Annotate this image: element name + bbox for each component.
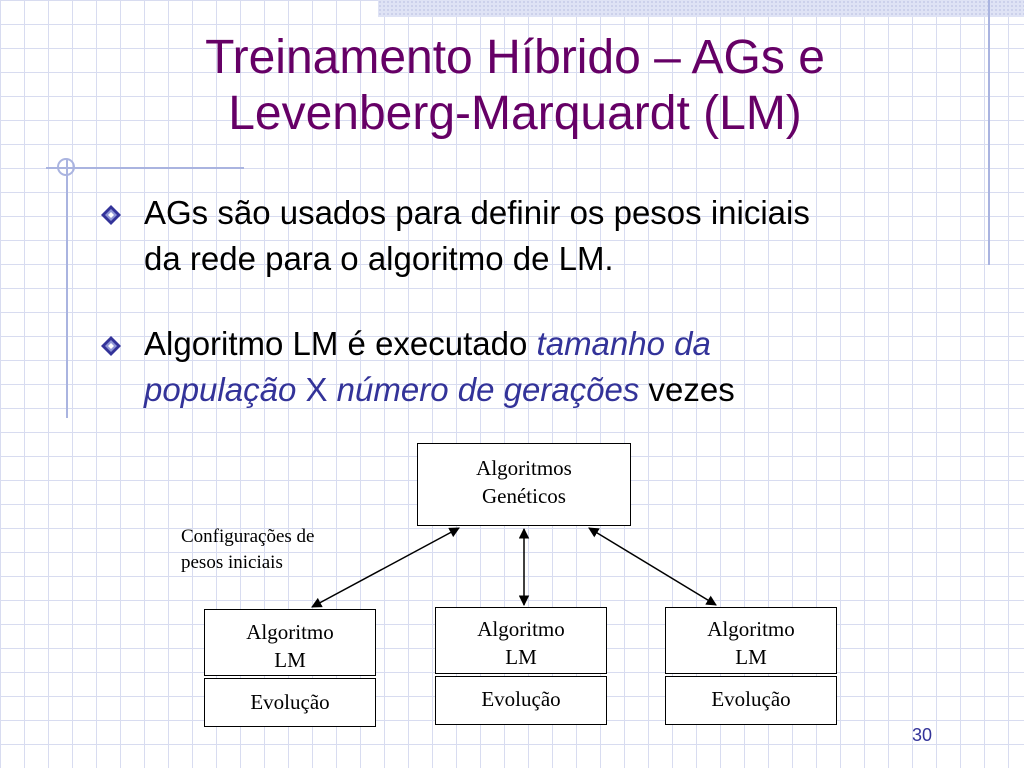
slide-number: 30 xyxy=(912,725,933,745)
evolution-box-1-label: Evolução xyxy=(250,690,330,714)
bullet-1: AGs são usados para definir os pesos ini… xyxy=(100,190,960,282)
evolution-box-3: Evolução xyxy=(665,676,837,725)
arrow-ga-to-lm-1 xyxy=(311,527,460,608)
bullet-2-text-b: vezes xyxy=(639,371,735,408)
lm-algorithm-box-2: Algoritmo LM xyxy=(435,607,607,674)
bullet-1-line1: AGs são usados para definir os pesos ini… xyxy=(144,194,810,231)
arrow-ga-to-lm-3 xyxy=(588,527,717,606)
genetic-algorithms-line1: Algoritmos xyxy=(476,456,572,480)
genetic-algorithms-box: Algoritmos Genéticos xyxy=(417,443,631,526)
diamond-bullet-icon xyxy=(101,205,121,225)
diamond-bullet-icon xyxy=(101,336,121,356)
lm-box-1-line2: LM xyxy=(274,648,306,672)
slide-title-line1: Treinamento Híbrido – AGs e xyxy=(205,31,825,84)
lm-box-2-line1: Algoritmo xyxy=(477,617,565,641)
bullet-2-line2: população X número de gerações vezes xyxy=(100,367,960,413)
bullet-1-line2: da rede para o algoritmo de LM. xyxy=(144,240,614,277)
note-line2: pesos iniciais xyxy=(181,552,283,573)
lm-algorithm-box-1: Algoritmo LM xyxy=(204,609,376,676)
evolution-box-1: Evolução xyxy=(204,678,376,727)
initial-weights-note: Configurações de pesos iniciais xyxy=(181,524,314,576)
decorative-left-line xyxy=(66,160,68,418)
bullet-2: Algoritmo LM é executado tamanho da popu… xyxy=(100,321,960,413)
evolution-box-2: Evolução xyxy=(435,676,607,725)
bullet-1-text: AGs são usados para definir os pesos ini… xyxy=(100,190,960,236)
genetic-algorithms-line2: Genéticos xyxy=(482,484,566,508)
bullet-2-emphasis-a: tamanho da xyxy=(536,325,711,362)
decorative-circle xyxy=(57,158,75,176)
bullet-2-line1: Algoritmo LM é executado tamanho da xyxy=(100,321,960,367)
decorative-right-line xyxy=(988,0,990,265)
evolution-box-3-label: Evolução xyxy=(711,687,791,711)
note-line1: Configurações de xyxy=(181,526,315,547)
lm-box-3-line1: Algoritmo xyxy=(707,617,795,641)
lm-box-1-line1: Algoritmo xyxy=(246,620,334,644)
slide-title: Treinamento Híbrido – AGs e Levenberg-Ma… xyxy=(60,30,970,142)
lm-algorithm-box-3: Algoritmo LM xyxy=(665,607,837,674)
bullet-2-emphasis-c: número de gerações xyxy=(336,371,640,408)
lm-box-3-line2: LM xyxy=(735,645,767,669)
decorative-cross-line xyxy=(46,167,244,169)
bullet-2-text-a: Algoritmo LM é executado xyxy=(144,325,537,362)
slide-title-line2: Levenberg-Marquardt (LM) xyxy=(228,87,802,140)
lm-box-2-line2: LM xyxy=(505,645,537,669)
decorative-top-band xyxy=(378,0,1024,17)
bullet-2-emphasis-b: população xyxy=(144,371,297,408)
evolution-box-2-label: Evolução xyxy=(481,687,561,711)
bullet-2-x: X xyxy=(296,371,337,408)
